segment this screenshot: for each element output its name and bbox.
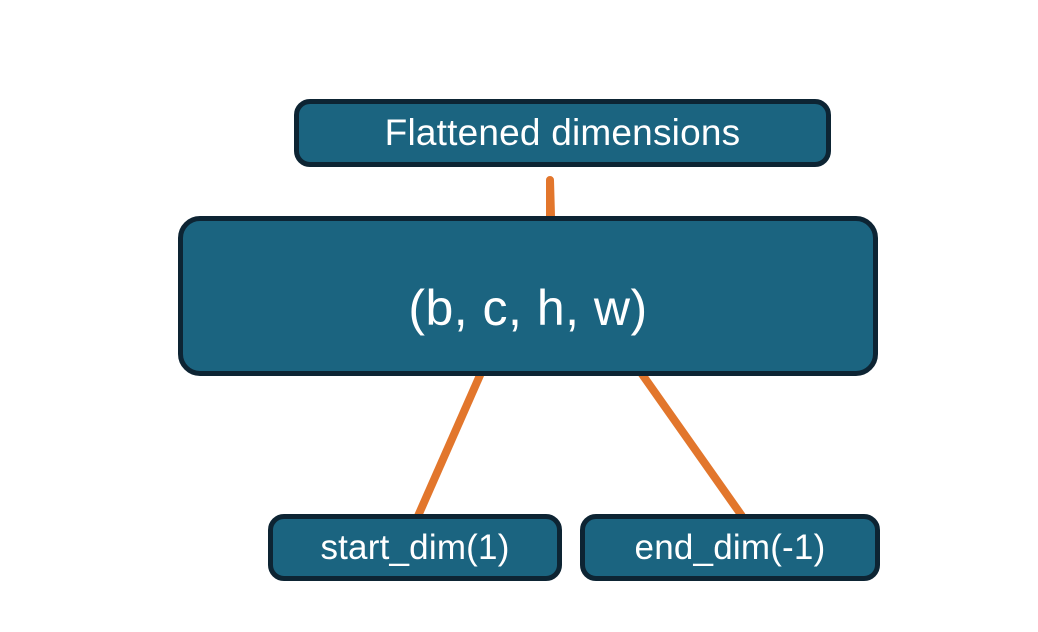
node-start-dim[interactable]: start_dim(1) <box>268 514 562 581</box>
node-start-dim-label: start_dim(1) <box>320 527 510 567</box>
node-flattened-dimensions-label: Flattened dimensions <box>384 112 741 153</box>
node-end-dim[interactable]: end_dim(-1) <box>580 514 880 581</box>
node-end-dim-label: end_dim(-1) <box>634 527 826 567</box>
node-flattened-dimensions[interactable]: Flattened dimensions <box>294 99 831 167</box>
node-tensor-shape-label: (b, c, h, w) <box>408 280 648 336</box>
node-tensor-shape[interactable]: (b, c, h, w) <box>178 216 878 376</box>
